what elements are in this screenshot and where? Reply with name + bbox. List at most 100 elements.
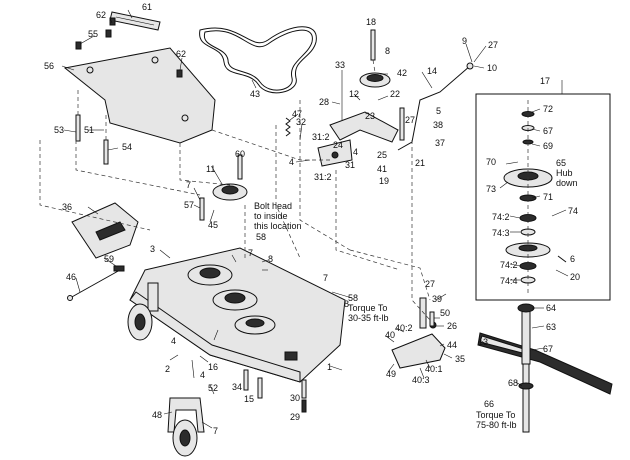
callout-2: 2 [165,364,170,374]
callout-25: 25 [377,150,387,160]
callout-49: 49 [386,369,396,379]
bolt-50 [429,311,435,327]
callout-55: 55 [88,29,98,39]
callout-13: 13 [478,337,488,347]
callout-40-1: 40:1 [425,364,443,374]
callout-32: 32 [296,117,306,127]
callout-65: 65 [556,158,566,168]
bolt-29 [301,399,307,413]
callout-21: 21 [415,158,425,168]
callout-38: 38 [433,120,443,130]
callout-67a: 67 [543,126,553,136]
callout-39: 39 [432,294,442,304]
discharge-chute [71,202,139,259]
callout-58a: 58 [256,232,266,242]
callout-16: 16 [208,362,218,372]
callout-60: 60 [235,149,245,159]
callout-42: 42 [397,68,407,78]
bolt-34 [243,369,249,391]
callout-30: 30 [290,393,300,403]
callout-15: 15 [244,394,254,404]
bolt-15 [257,377,263,399]
callout-27c: 27 [425,279,435,289]
hub-down-note-line2: down [556,178,578,188]
callout-74-3: 74:3 [492,228,510,238]
pin-38 [399,107,405,141]
callout-19: 19 [379,176,389,186]
callout-62a: 62 [96,10,106,20]
callout-14: 14 [427,66,437,76]
callout-leaders [61,9,569,429]
callout-67b: 67 [543,344,553,354]
callout-48: 48 [152,410,162,420]
callout-34: 34 [232,382,242,392]
height-adjust-bracket [391,297,446,369]
callout-40: 40 [385,330,395,340]
callout-54: 54 [122,142,132,152]
bolt-head-note-line1: Bolt head [254,201,292,211]
callout-33: 33 [335,60,345,70]
rod-46 [67,269,121,301]
bolt-57 [199,197,205,221]
callout-4b: 4 [171,336,176,346]
callout-35: 35 [455,354,465,364]
callout-41: 41 [377,164,387,174]
bolt-head-note-line2: to inside [254,211,288,221]
callout-74: 74 [568,206,578,216]
assembly-guide-lines [39,100,431,321]
callout-23: 23 [365,111,375,121]
callout-7c: 7 [323,273,328,283]
mower-deck [129,247,346,383]
callout-18: 18 [366,17,376,27]
callout-52: 52 [208,383,218,393]
callout-40-3: 40:3 [412,375,430,385]
callout-12: 12 [349,89,359,99]
callout-4c: 4 [200,370,205,380]
bolt-30 [301,379,307,399]
callout-73: 73 [486,184,496,194]
callout-7d: 7 [213,426,218,436]
torque-note-b-line2: 75-80 ft-lb [476,420,517,430]
bolt-59 [113,265,125,272]
diagram-notes: Hub down Bolt head to inside this locati… [254,168,578,430]
callout-74-2a: 74:2 [492,212,510,222]
bolt-18 [370,29,376,61]
callout-10: 10 [487,63,497,73]
bolt-54 [103,139,109,165]
pin-6 [557,255,567,263]
callout-27a: 27 [488,40,498,50]
callout-6: 6 [570,254,575,264]
drive-belt [199,26,317,94]
callout-63: 63 [546,322,556,332]
screw-62b [176,69,183,78]
callout-69: 69 [543,141,553,151]
torque-note-a-line1: Torque To [348,303,387,313]
mower-blade [477,332,613,395]
callout-50: 50 [440,308,450,318]
idler-arm [317,111,399,167]
callout-27b: 27 [405,115,415,125]
callout-31: 31 [345,160,355,170]
torque-note-a-line2: 30-35 ft-lb [348,313,389,323]
callout-7a: 7 [186,180,191,190]
screw-55b [105,29,112,38]
callout-74-2b: 74:2 [500,260,518,270]
callout-43: 43 [250,89,260,99]
callout-64: 64 [546,303,556,313]
callout-11: 11 [206,164,215,174]
callout-4a: 4 [289,157,294,167]
callout-numbers: 1 2 3 4 4 4 4 5 6 7 7 7 7 8 8 8 9 10 11 … [44,2,580,436]
callout-8a: 8 [385,46,390,56]
callout-51: 51 [84,125,94,135]
torque-note-b-line1: Torque To [476,410,515,420]
callout-71: 71 [543,192,553,202]
callout-17: 17 [540,76,550,86]
callout-66: 66 [484,399,494,409]
callout-3: 3 [150,244,155,254]
callout-31-2a: 31:2 [312,132,330,142]
idler-pulley [359,72,391,88]
callout-5: 5 [436,106,441,116]
callout-56: 56 [44,61,54,71]
